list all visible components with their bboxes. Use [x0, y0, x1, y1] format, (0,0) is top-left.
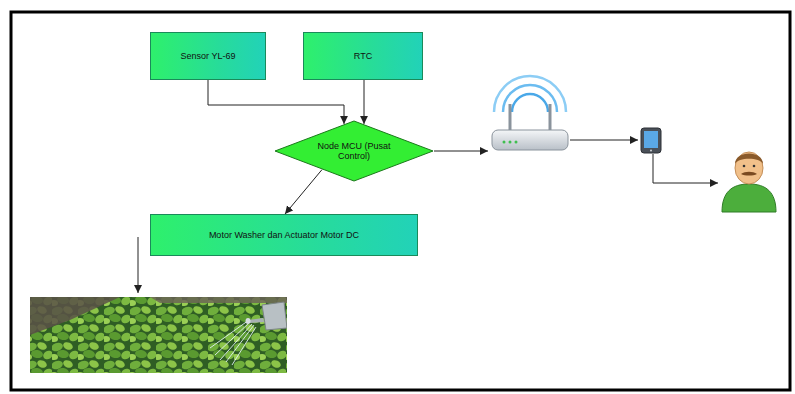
actuator-box: Motor Washer dan Actuator Motor DC: [150, 214, 418, 256]
plant-leaves: [30, 297, 287, 373]
node-label: RTC: [354, 51, 372, 61]
water-stream: [210, 320, 256, 365]
node-label: Sensor YL-69: [181, 51, 236, 61]
router-icon: [492, 76, 568, 150]
connector-arrow: [208, 80, 344, 124]
frame-border: [11, 12, 790, 390]
phone-icon: [641, 128, 661, 153]
soil-strip: [150, 297, 287, 303]
link-arrow: [570, 140, 638, 141]
link-arrow: [434, 151, 488, 152]
decision-diamond: Node MCU (Pusat Control): [274, 120, 434, 182]
person-icon: [722, 152, 776, 212]
connector-arrow: [285, 170, 322, 214]
link-arrows: [138, 140, 718, 293]
connector-arrow: [364, 80, 365, 124]
plant-photo: [30, 297, 287, 373]
node-label: Motor Washer dan Actuator Motor DC: [209, 230, 359, 240]
sensor-box: Sensor YL-69: [150, 32, 266, 80]
rtc-box: RTC: [303, 32, 423, 80]
soil-strip: [30, 297, 120, 335]
node-label: Node MCU (Pusat Control): [317, 141, 391, 162]
watering-can: [246, 302, 288, 330]
link-arrow: [138, 237, 139, 293]
diamond-shape: [275, 121, 433, 181]
link-arrow: [653, 154, 718, 183]
